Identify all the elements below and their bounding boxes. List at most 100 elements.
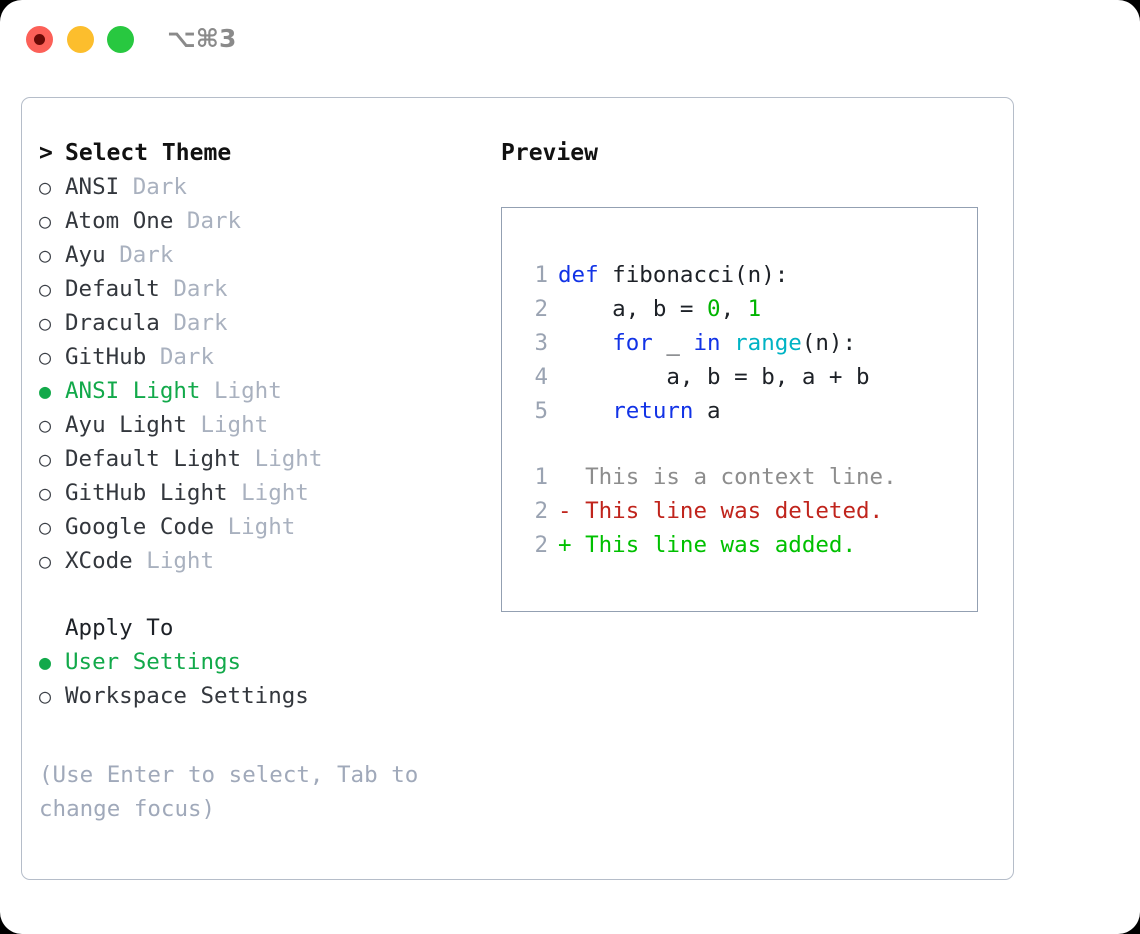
theme-list-item[interactable]: ○ Atom One Dark: [39, 204, 479, 238]
theme-variant-tag: Light: [214, 378, 282, 404]
main-panel: >Select Theme ○ANSI Dark○Atom One Dark○A…: [21, 97, 1014, 880]
apply-to-item-label: Workspace Settings: [65, 683, 309, 709]
code-token: a: [693, 398, 721, 424]
theme-name-label: XCode: [65, 548, 133, 574]
theme-list-item[interactable]: ○ Ayu Dark: [39, 238, 479, 272]
diff-line: 1 This is a context line.: [520, 460, 971, 494]
preview-heading: Preview: [501, 140, 598, 166]
code-token: fibonacci(n):: [598, 262, 789, 288]
code-line-number: 2: [534, 296, 548, 322]
code-line: 4 a, b = b, a + b: [520, 360, 971, 394]
apply-to-heading-label: Apply To: [65, 615, 174, 641]
focus-arrow-icon: >: [39, 140, 53, 166]
apply-to-list[interactable]: ● User Settings ○ Workspace Settings: [39, 645, 479, 713]
theme-variant-tag: Light: [227, 514, 296, 540]
apply-to-item[interactable]: ○ Workspace Settings: [39, 679, 479, 713]
diff-line: 2- This line was deleted.: [520, 494, 971, 528]
code-token: ,: [720, 296, 748, 322]
apply-to-item-label: User Settings: [65, 649, 242, 675]
radio-unselected-icon[interactable]: ○: [39, 209, 52, 233]
theme-variant-tag: Dark: [173, 310, 228, 336]
apply-to-item[interactable]: ● User Settings: [39, 645, 479, 679]
radio-unselected-icon[interactable]: ○: [39, 277, 52, 301]
theme-variant-tag: Light: [254, 446, 323, 472]
code-token: a, b =: [558, 296, 708, 322]
theme-name-label: Google Code: [65, 514, 215, 540]
code-line: 2 a, b = 0, 1: [520, 292, 971, 326]
theme-list-item[interactable]: ○ Google Code Light: [39, 510, 479, 544]
apply-to-heading: Apply To: [39, 611, 479, 645]
radio-unselected-icon[interactable]: ○: [39, 175, 52, 199]
radio-unselected-icon[interactable]: ○: [39, 413, 52, 437]
select-theme-heading-label: Select Theme: [65, 140, 232, 166]
theme-list[interactable]: ○ANSI Dark○Atom One Dark○Ayu Dark○Defaul…: [39, 170, 479, 578]
select-theme-heading: > Select Theme: [39, 136, 479, 170]
theme-variant-tag: Light: [241, 480, 309, 506]
theme-variant-tag: Dark: [119, 242, 174, 268]
theme-list-item[interactable]: ○XCode Light: [39, 544, 479, 578]
theme-list-item[interactable]: ○ Dracula Dark: [39, 306, 479, 340]
diff-line-number: 2: [534, 498, 548, 524]
code-token: _: [652, 330, 694, 356]
theme-variant-tag: Dark: [132, 174, 187, 200]
radio-unselected-icon[interactable]: ○: [39, 684, 52, 708]
theme-list-item[interactable]: ○ANSI Dark: [39, 170, 479, 204]
theme-name-label: Ayu: [65, 242, 106, 268]
radio-unselected-icon[interactable]: ○: [39, 515, 52, 539]
theme-name-label: Dracula: [65, 310, 160, 336]
theme-list-item[interactable]: ○Default Light Light: [39, 442, 479, 476]
keyboard-shortcut-label: ⌥⌘3: [167, 24, 237, 53]
code-token: [721, 330, 735, 356]
diff-sign: +: [558, 532, 572, 558]
radio-selected-icon[interactable]: ●: [39, 379, 52, 403]
code-token: return: [612, 398, 694, 424]
diff-sample: 1 This is a context line.2- This line wa…: [520, 460, 971, 562]
theme-name-label: Atom One: [65, 208, 174, 234]
theme-name-label: GitHub: [65, 344, 147, 370]
maximize-button[interactable]: [107, 26, 134, 53]
diff-sign: [558, 464, 572, 490]
minimize-button[interactable]: [67, 26, 94, 53]
theme-list-item[interactable]: ○Ayu Light Light: [39, 408, 479, 442]
radio-unselected-icon[interactable]: ○: [39, 481, 52, 505]
diff-text: This line was deleted.: [571, 498, 884, 524]
theme-selector-column: >Select Theme ○ANSI Dark○Atom One Dark○A…: [39, 136, 479, 713]
code-line-number: 5: [534, 398, 548, 424]
theme-variant-tag: Dark: [186, 208, 242, 234]
code-line-number: 4: [534, 364, 548, 390]
theme-list-item[interactable]: ○GitHub Dark: [39, 340, 479, 374]
diff-line-number: 1: [534, 464, 548, 490]
code-line-number: 1: [534, 262, 548, 288]
diff-line: 2 + This line was added.: [520, 528, 971, 562]
diff-sign: -: [558, 498, 572, 524]
radio-unselected-icon[interactable]: ○: [39, 447, 52, 471]
code-line-number: 3: [534, 330, 548, 356]
radio-unselected-icon[interactable]: ○: [39, 243, 52, 267]
theme-variant-tag: Light: [200, 412, 269, 438]
theme-list-item[interactable]: ○Default Dark: [39, 272, 479, 306]
radio-unselected-icon[interactable]: ○: [39, 345, 52, 369]
code-token: for: [612, 330, 653, 356]
radio-unselected-icon[interactable]: ○: [39, 311, 52, 335]
code-token: (n):: [801, 330, 857, 356]
close-button[interactable]: [26, 26, 53, 53]
theme-name-label: Default: [65, 276, 160, 302]
code-token: [558, 330, 612, 356]
code-line: 5 return a: [520, 394, 971, 428]
diff-text: This line was added.: [571, 532, 857, 558]
code-token: in: [693, 330, 721, 356]
code-token: range: [734, 330, 802, 356]
theme-list-item[interactable]: ●ANSI Light Light: [39, 374, 479, 408]
code-token: 0: [707, 296, 721, 322]
theme-list-item[interactable]: ○ GitHub Light Light: [39, 476, 479, 510]
close-button-indicator: [34, 34, 45, 45]
radio-unselected-icon[interactable]: ○: [39, 549, 52, 573]
keyboard-hint-text: (Use Enter to select, Tab to change focu…: [39, 762, 419, 822]
diff-line-number: 2: [534, 532, 548, 558]
theme-name-label: GitHub Light: [65, 480, 228, 506]
code-token: 1: [747, 296, 762, 322]
radio-selected-icon[interactable]: ●: [39, 650, 52, 674]
